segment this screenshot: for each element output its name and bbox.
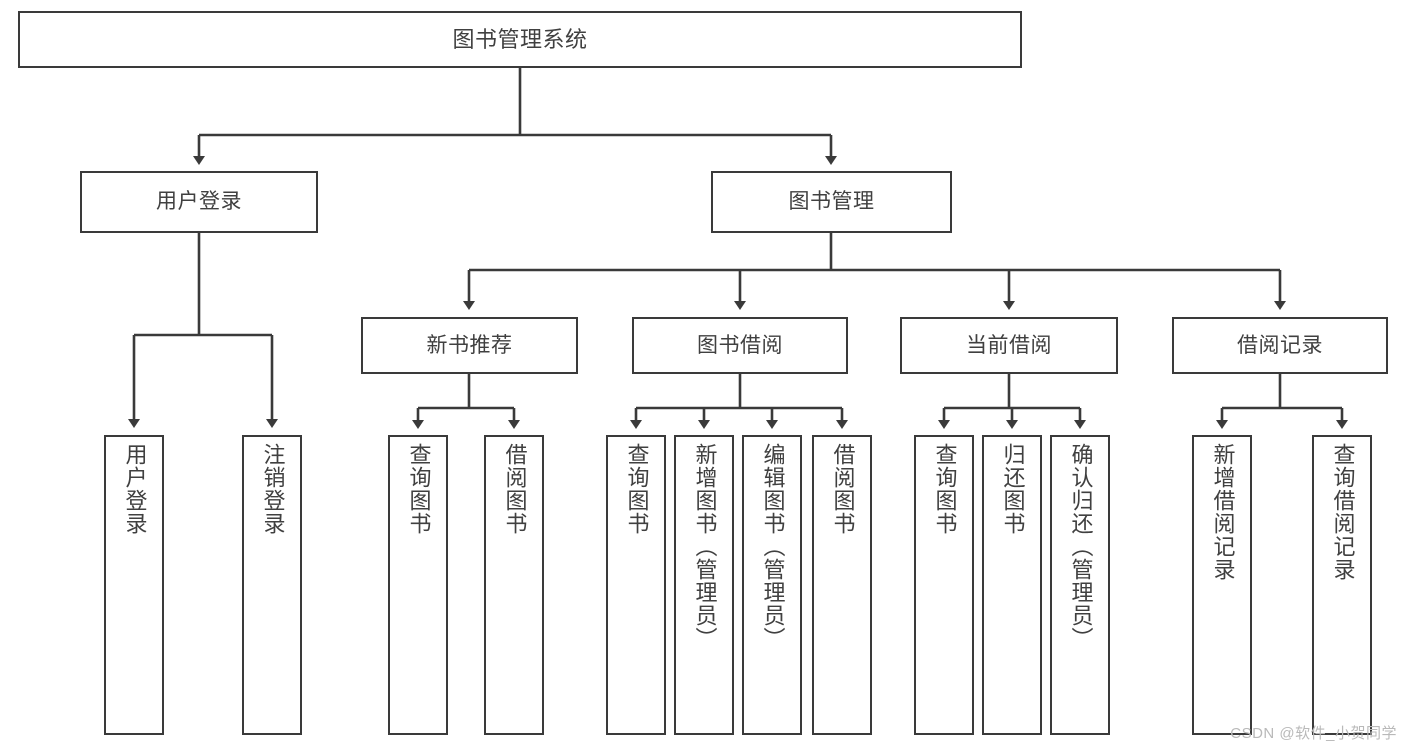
node-leaf-borrow-book[interactable]: 借阅图书 (812, 435, 872, 735)
node-leaf-query-book-borrow-label: 查询图书 (624, 443, 650, 535)
node-leaf-query-book-rec-label: 查询图书 (406, 443, 432, 535)
node-leaf-add-book-admin[interactable]: 新增图书（管理员） (674, 435, 734, 735)
node-current-borrow-label: 当前借阅 (966, 333, 1052, 357)
node-root[interactable]: 图书管理系统 (18, 11, 1022, 68)
node-leaf-query-book-cur-label: 查询图书 (932, 443, 958, 535)
node-leaf-query-borrow-record-label: 查询借阅记录 (1330, 443, 1356, 581)
node-leaf-return-book[interactable]: 归还图书 (982, 435, 1042, 735)
node-new-book-recommend[interactable]: 新书推荐 (361, 317, 578, 374)
node-leaf-edit-book-admin-label: 编辑图书（管理员） (760, 443, 786, 650)
node-new-book-recommend-label: 新书推荐 (426, 333, 513, 357)
node-leaf-add-borrow-record[interactable]: 新增借阅记录 (1192, 435, 1252, 735)
node-leaf-user-logout-label: 注销登录 (260, 443, 286, 535)
node-leaf-query-borrow-record[interactable]: 查询借阅记录 (1312, 435, 1372, 735)
node-leaf-query-book-rec[interactable]: 查询图书 (388, 435, 448, 735)
node-leaf-edit-book-admin[interactable]: 编辑图书（管理员） (742, 435, 802, 735)
node-leaf-user-login-label: 用户登录 (122, 443, 148, 535)
node-leaf-user-login[interactable]: 用户登录 (104, 435, 164, 735)
node-root-label: 图书管理系统 (452, 26, 588, 52)
watermark: CSDN @软件_小贺同学 (1230, 725, 1397, 742)
node-leaf-add-borrow-record-label: 新增借阅记录 (1210, 443, 1236, 581)
node-leaf-confirm-return-admin-label: 确认归还（管理员） (1068, 443, 1094, 650)
node-user-login-label: 用户登录 (156, 190, 242, 214)
node-leaf-borrow-book-rec-label: 借阅图书 (502, 443, 528, 535)
node-leaf-user-logout[interactable]: 注销登录 (242, 435, 302, 735)
node-user-login[interactable]: 用户登录 (80, 171, 318, 233)
node-borrow-record-label: 借阅记录 (1237, 333, 1323, 357)
node-leaf-borrow-book-label: 借阅图书 (830, 443, 856, 535)
node-book-manage[interactable]: 图书管理 (711, 171, 952, 233)
node-book-manage-label: 图书管理 (788, 190, 875, 214)
node-borrow-record[interactable]: 借阅记录 (1172, 317, 1388, 374)
node-leaf-return-book-label: 归还图书 (1000, 443, 1026, 535)
node-leaf-confirm-return-admin[interactable]: 确认归还（管理员） (1050, 435, 1110, 735)
node-book-borrow[interactable]: 图书借阅 (632, 317, 848, 374)
node-current-borrow[interactable]: 当前借阅 (900, 317, 1118, 374)
node-leaf-query-book-cur[interactable]: 查询图书 (914, 435, 974, 735)
node-leaf-query-book-borrow[interactable]: 查询图书 (606, 435, 666, 735)
node-book-borrow-label: 图书借阅 (697, 333, 783, 357)
node-leaf-add-book-admin-label: 新增图书（管理员） (692, 443, 718, 650)
node-leaf-borrow-book-rec[interactable]: 借阅图书 (484, 435, 544, 735)
